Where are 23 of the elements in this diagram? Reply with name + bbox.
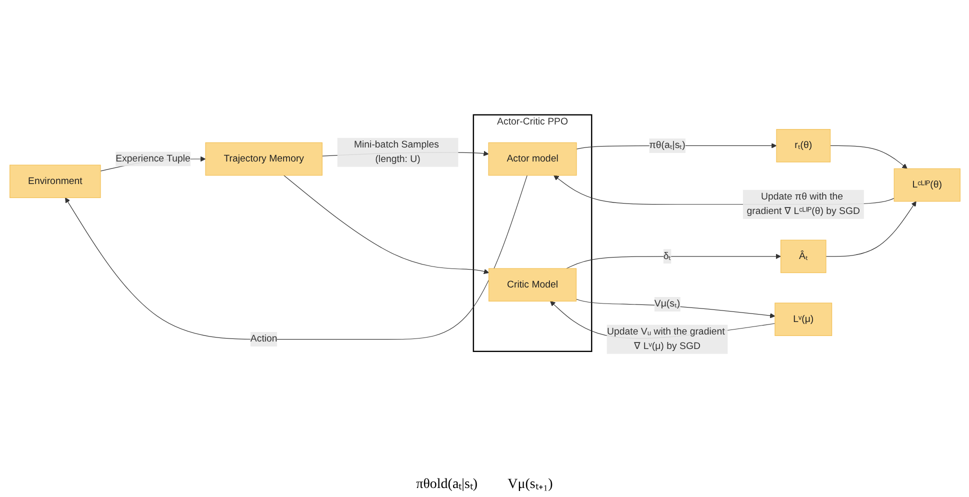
node-box: rₜ(θ) (776, 129, 830, 162)
edge-label: δₜ (662, 251, 671, 262)
node-box: Critic Model (488, 268, 576, 302)
edge-label: Experience Tuple (115, 154, 190, 164)
edge-label: Vμ(sₜ) (654, 298, 680, 310)
node-box: Âₜ (780, 240, 826, 274)
arrow (64, 175, 527, 340)
edge-label: Action (250, 334, 277, 344)
arrow (566, 254, 781, 269)
edge-label: Update πθ with the gradient ∇ Lᶜᴸᴵᴾ(θ) by SGD (746, 192, 860, 217)
arrow (283, 175, 489, 274)
node-box: Lᵛ(μ) (774, 302, 832, 336)
arrow (825, 201, 916, 257)
edge-label: Mini-batch Samples (length: U) (353, 140, 438, 165)
node-box: Trajectory Memory (204, 142, 322, 176)
formula-label: πθold(aₜ|sₜ) (416, 476, 478, 493)
node-box: Environment (9, 164, 100, 198)
node-box: Lᶜᴸᴵᴾ(θ) (893, 168, 960, 202)
formula-label: Vμ(sₜ₊₁) (508, 476, 553, 493)
edge-label: Update Vᵤ with the gradient ∇ Lᵛ(μ) by SGD (606, 326, 724, 352)
edge-label: πθ(aₜ|sₜ) (648, 140, 685, 151)
arrow (829, 146, 907, 170)
node-box: Actor model (488, 142, 576, 176)
